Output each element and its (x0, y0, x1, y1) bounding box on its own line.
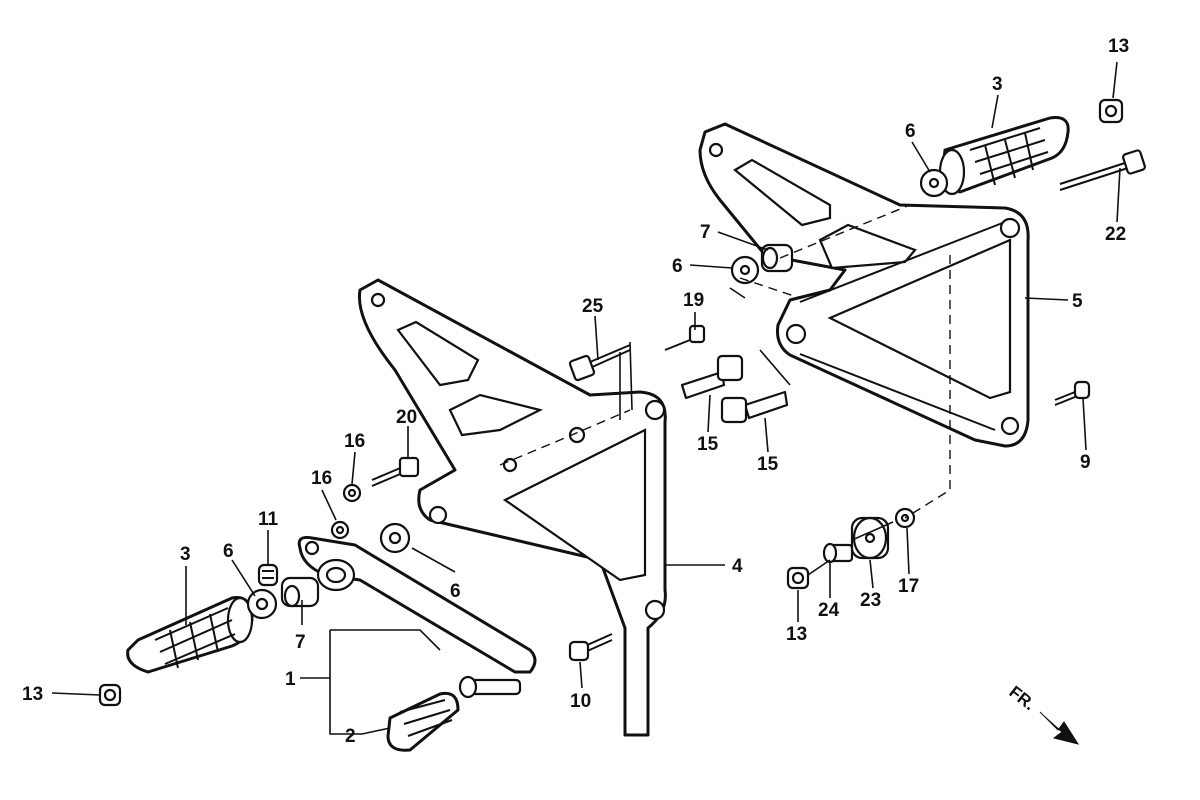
callout-3-right: 3 (992, 74, 1003, 95)
callout-16-b: 16 (311, 468, 332, 489)
callout-4: 4 (732, 556, 743, 577)
callout-24: 24 (818, 600, 840, 621)
callout-1: 1 (285, 669, 296, 690)
front-arrow-icon (1039, 711, 1080, 745)
callout-2: 2 (345, 726, 356, 747)
callout-20: 20 (396, 407, 417, 428)
bolt-20 (371, 456, 420, 487)
right-bracket (698, 122, 1030, 448)
callout-7-right: 7 (700, 222, 711, 243)
bolt-22 (1059, 149, 1146, 191)
washer-16a (342, 483, 362, 503)
left-footpeg (126, 595, 254, 674)
callout-25: 25 (582, 296, 604, 317)
callout-15-b: 15 (757, 454, 779, 475)
bolt-25 (568, 344, 631, 382)
callout-6-upper-right: 6 (905, 121, 916, 142)
callout-5: 5 (1072, 291, 1083, 312)
nut-13-right (786, 566, 810, 590)
callout-7-left: 7 (295, 632, 306, 653)
callout-6-right: 6 (672, 256, 683, 277)
callout-9: 9 (1080, 452, 1091, 473)
callout-11: 11 (258, 509, 279, 530)
callout-23: 23 (860, 590, 881, 611)
right-washer-6 (730, 255, 760, 285)
callout-labels: 13 3 6 22 7 6 5 25 19 15 15 9 20 16 16 1… (22, 36, 1129, 747)
callout-10: 10 (570, 691, 591, 712)
collar-24 (822, 542, 854, 564)
right-collar-7 (760, 243, 794, 273)
callout-6-left: 6 (223, 541, 234, 562)
callout-13-left: 13 (22, 684, 43, 705)
pedal-arm (297, 536, 537, 699)
assembly-lines (499, 204, 951, 576)
callout-13-right: 13 (786, 624, 807, 645)
bolt-15b (720, 390, 789, 424)
left-bracket (357, 278, 667, 737)
callout-22: 22 (1105, 224, 1126, 245)
nut-11 (257, 563, 279, 587)
left-washer-6 (246, 588, 278, 620)
callout-16-a: 16 (344, 431, 365, 452)
callout-6-lower: 6 (450, 581, 461, 602)
left-collar-7 (280, 576, 320, 608)
bolt-9 (1054, 380, 1091, 406)
callout-leaders (51, 61, 1121, 735)
washer-16b (330, 520, 350, 540)
right-washer-6-upper (919, 168, 949, 198)
callout-3-left: 3 (180, 544, 191, 565)
bolt-15a (680, 354, 744, 400)
front-label: FR. (1006, 682, 1039, 714)
pedal-rubber (386, 691, 460, 752)
left-washer-6-lower (379, 522, 411, 554)
front-direction-indicator: FR. (1006, 682, 1080, 745)
callout-13-top: 13 (1108, 36, 1129, 57)
callout-17: 17 (898, 576, 919, 597)
nut-13-left (98, 683, 122, 707)
nut-13-top (1098, 98, 1124, 124)
bolt-10 (568, 633, 613, 662)
callout-15-a: 15 (697, 434, 719, 455)
bolt-19 (664, 324, 706, 351)
callout-19: 19 (683, 290, 704, 311)
right-footpeg (938, 116, 1070, 196)
